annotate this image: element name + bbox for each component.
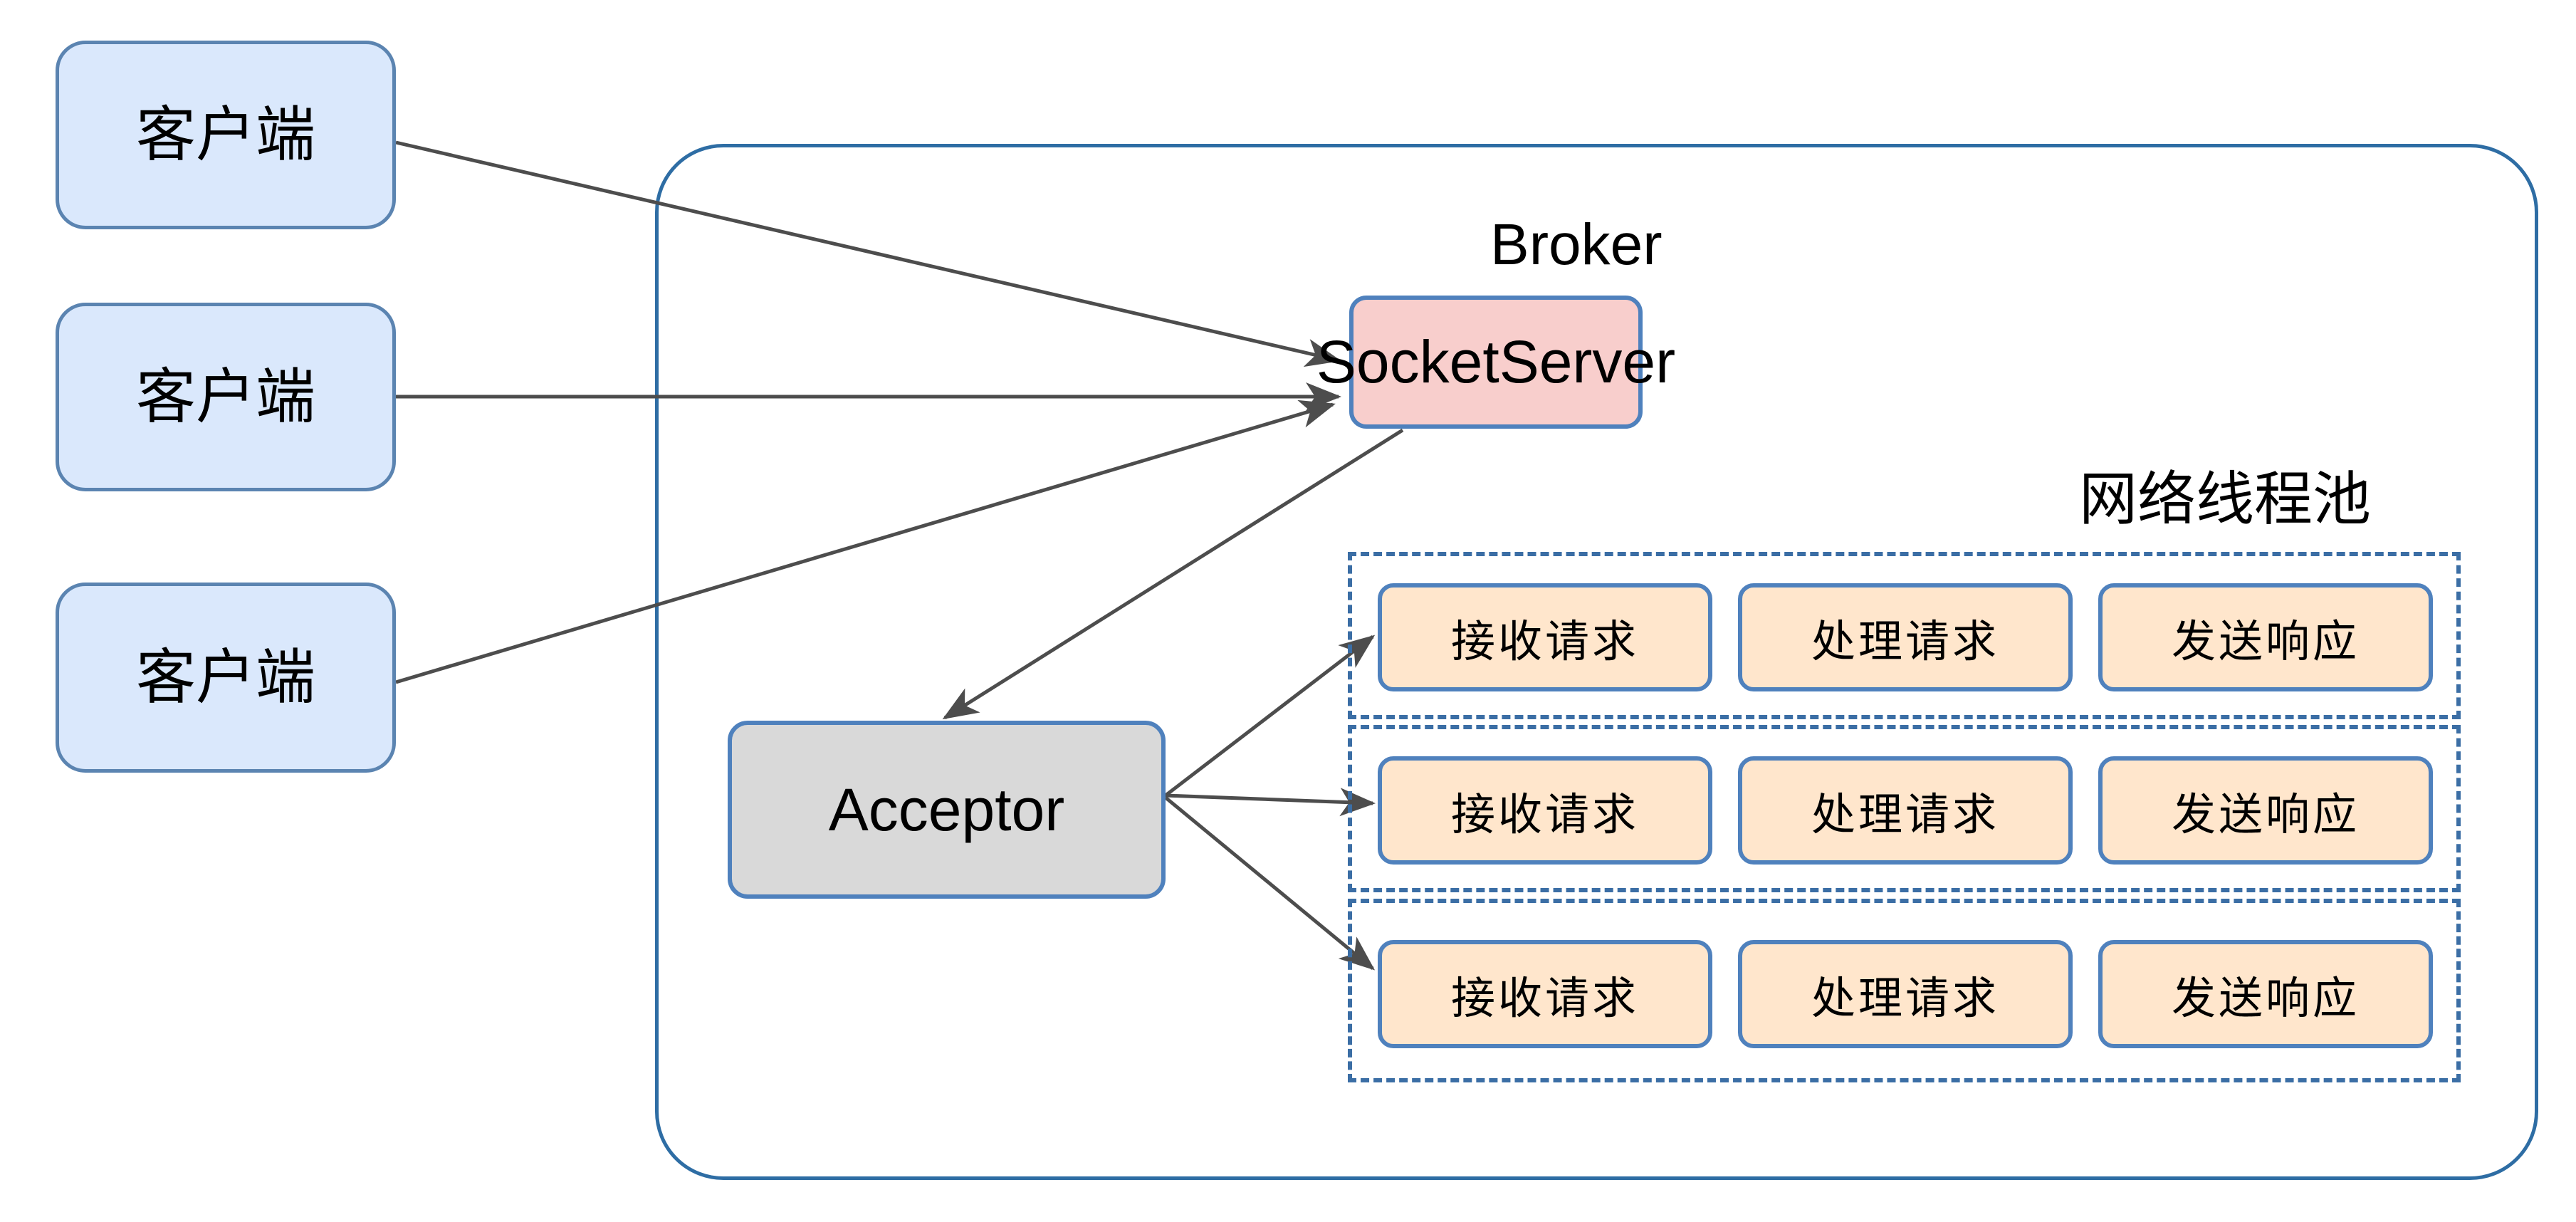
client-label-1: 客户端	[135, 101, 315, 169]
broker-title: Broker	[1490, 212, 1663, 277]
socketserver-box[interactable]: SocketServer	[1316, 296, 1675, 429]
client-box-1[interactable]: 客户端	[56, 41, 396, 229]
acceptor-box[interactable]: Acceptor	[728, 721, 1166, 899]
thread-row-1-stage-receive[interactable]: 接收请求	[1378, 583, 1712, 691]
stage-label: 处理请求	[1811, 790, 1999, 840]
thread-row-2-stage-receive[interactable]: 接收请求	[1378, 756, 1712, 865]
thread-row-3-stage-respond[interactable]: 发送响应	[2098, 940, 2433, 1048]
client-label-3: 客户端	[135, 644, 315, 711]
client-label-2: 客户端	[135, 363, 315, 431]
thread-row-2-stage-respond[interactable]: 发送响应	[2098, 756, 2433, 865]
thread-row-1-stage-process[interactable]: 处理请求	[1738, 583, 2073, 691]
thread-row-3: 接收请求 处理请求 发送响应	[1348, 899, 2461, 1082]
socketserver-label: SocketServer	[1316, 328, 1676, 396]
stage-label: 发送响应	[2171, 617, 2360, 667]
stage-label: 接收请求	[1450, 617, 1639, 667]
client-box-2[interactable]: 客户端	[56, 303, 396, 491]
thread-row-3-stage-process[interactable]: 处理请求	[1738, 940, 2073, 1048]
thread-row-2-stage-process[interactable]: 处理请求	[1738, 756, 2073, 865]
stage-label: 处理请求	[1811, 617, 1999, 667]
thread-pool-title: 网络线程池	[2079, 467, 2372, 532]
stage-label: 接收请求	[1450, 790, 1639, 840]
stage-label: 发送响应	[2171, 790, 2360, 840]
client-box-3[interactable]: 客户端	[56, 583, 396, 773]
thread-row-3-stage-receive[interactable]: 接收请求	[1378, 940, 1712, 1048]
stage-label: 处理请求	[1811, 974, 1999, 1023]
thread-row-2: 接收请求 处理请求 发送响应	[1348, 725, 2461, 892]
acceptor-label: Acceptor	[828, 776, 1065, 843]
thread-row-1: 接收请求 处理请求 发送响应	[1348, 552, 2461, 719]
stage-label: 发送响应	[2171, 974, 2360, 1023]
stage-label: 接收请求	[1450, 974, 1639, 1023]
thread-row-1-stage-respond[interactable]: 发送响应	[2098, 583, 2433, 691]
